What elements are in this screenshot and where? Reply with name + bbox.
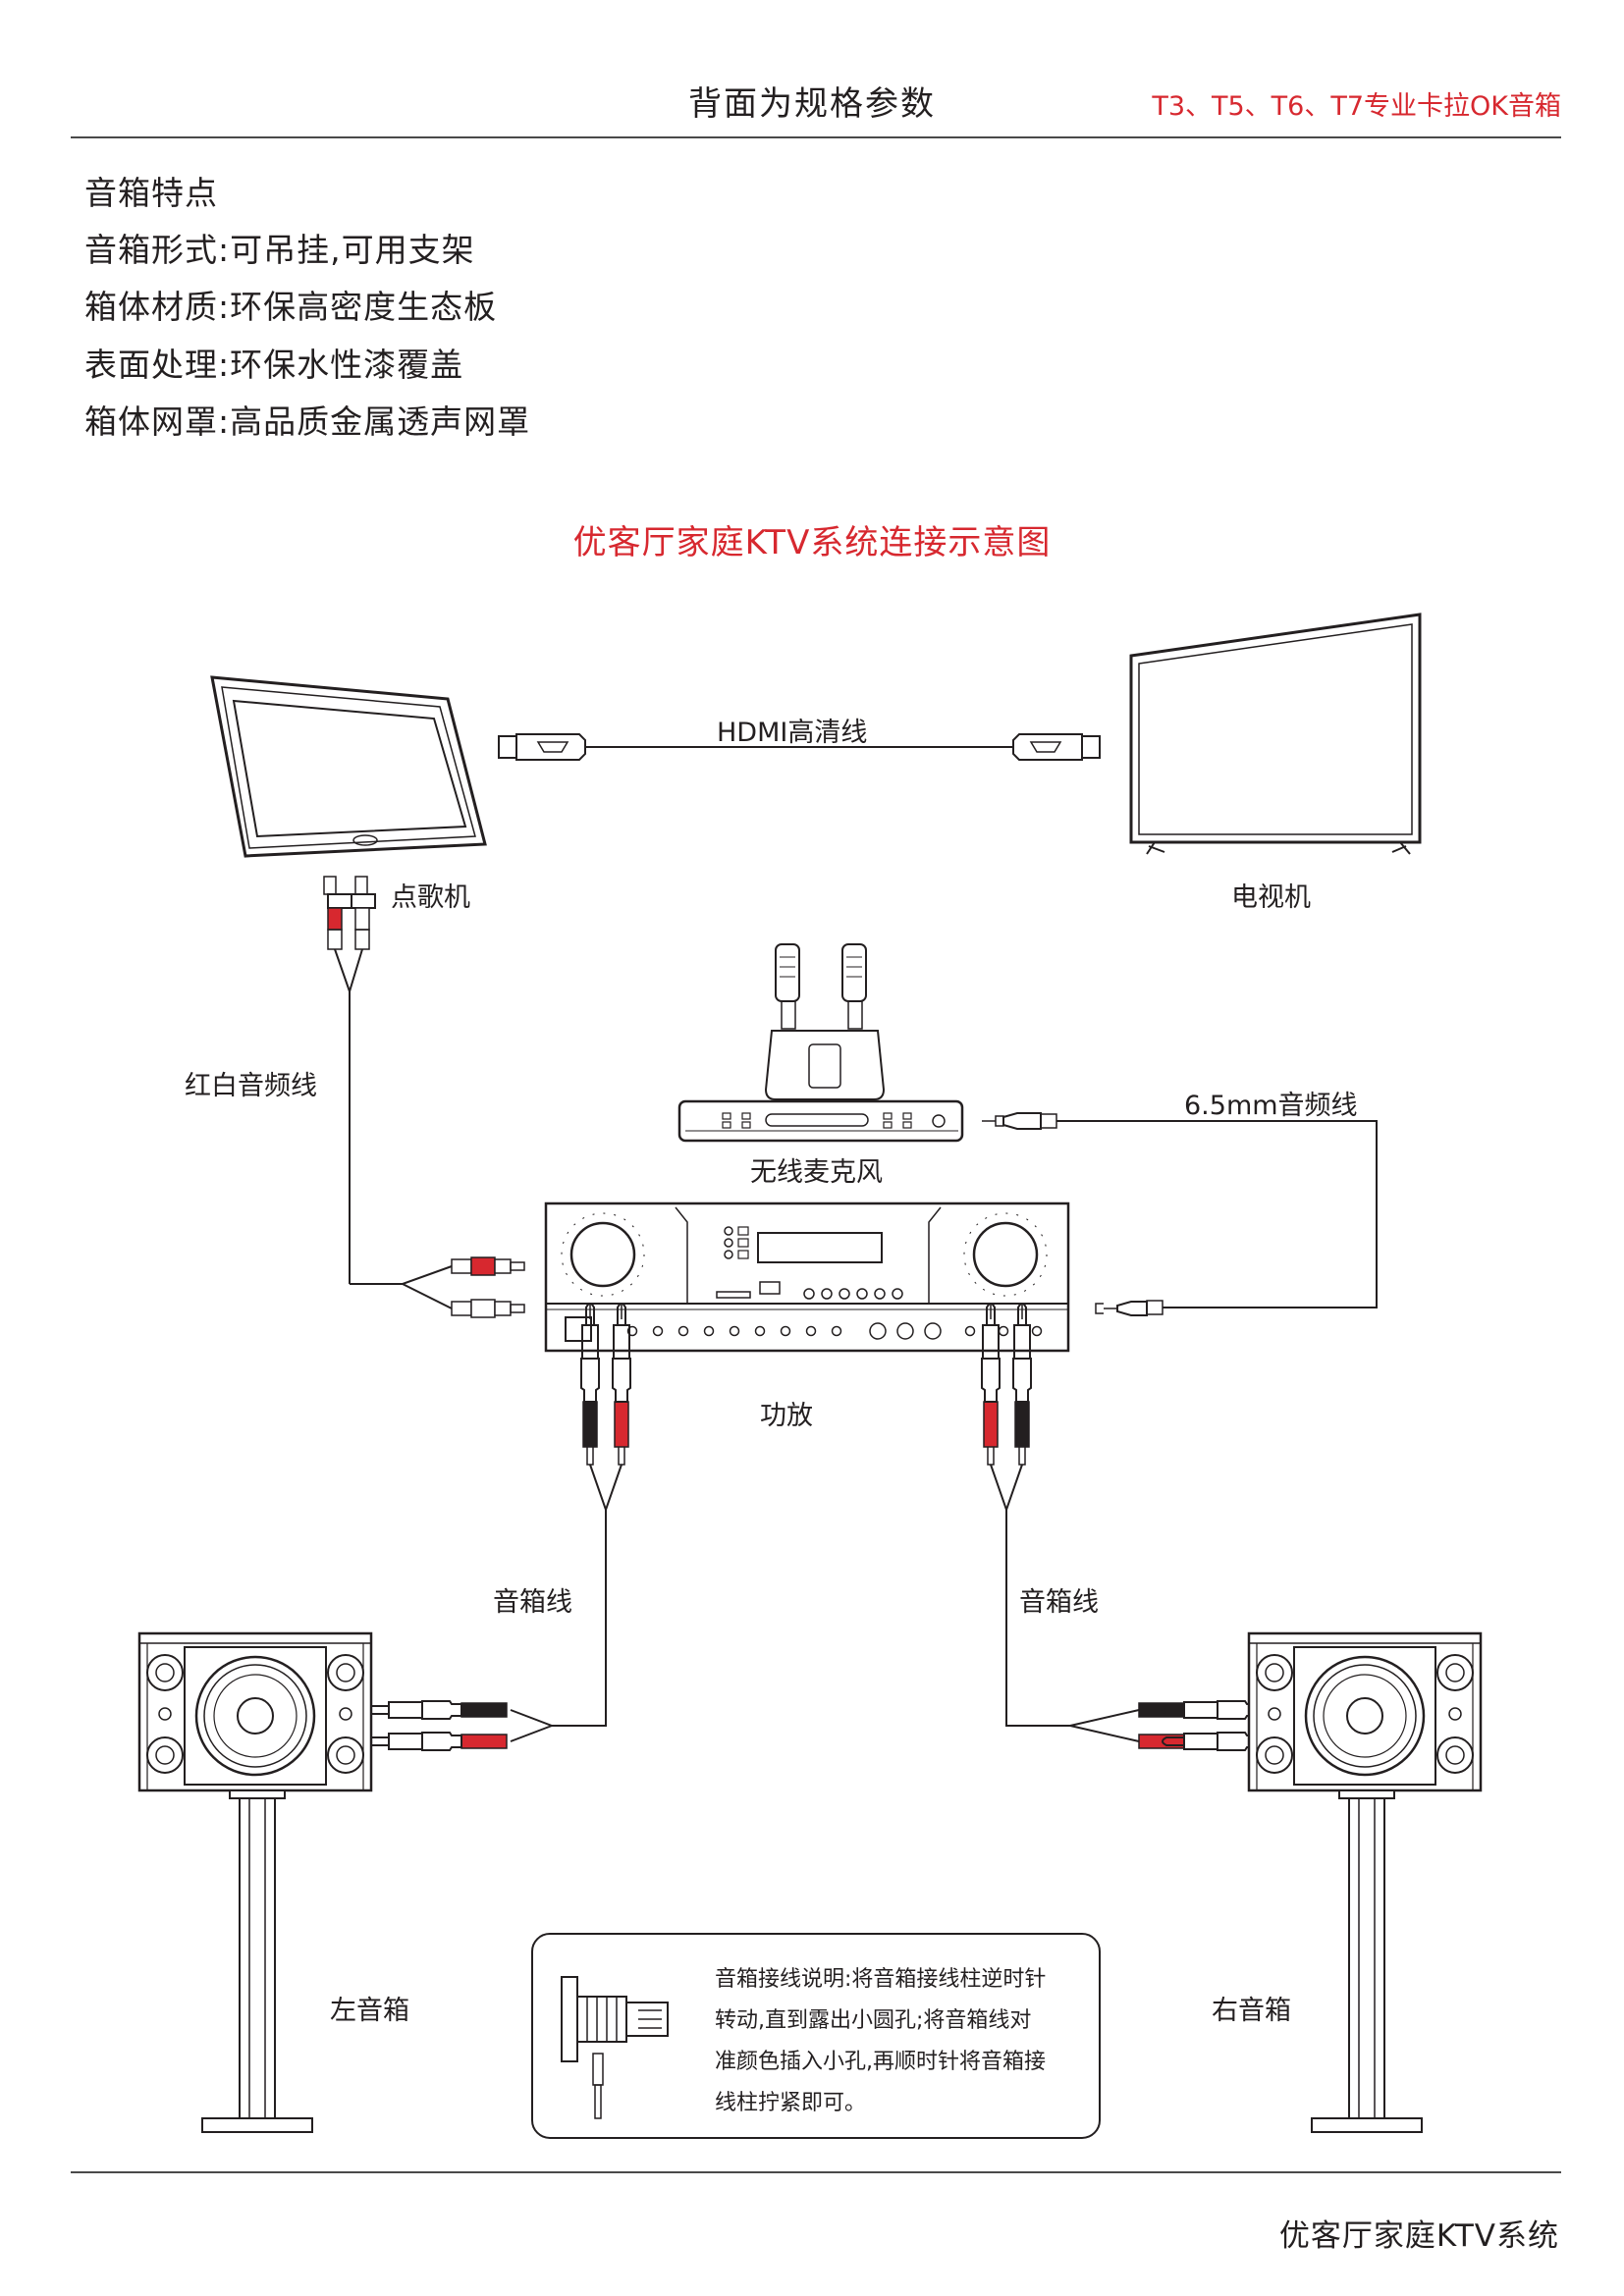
audio-65mm-label: 6.5mm音频线 bbox=[1184, 1091, 1358, 1121]
wiring-note-line-4: 线柱拧紧即可。 bbox=[715, 2091, 867, 2115]
feature-form: 音箱形式:可吊挂,可用支架 bbox=[84, 231, 475, 269]
wiring-note-line-1: 音箱接线说明:将音箱接线柱逆时针 bbox=[715, 1967, 1047, 1992]
page-header-title: 背面为规格参数 bbox=[688, 84, 936, 124]
model-label: T3、T5、T6、T7专业卡拉OK音箱 bbox=[1152, 91, 1561, 122]
rca-plugs-top bbox=[323, 876, 453, 1309]
tv-label: 电视机 bbox=[1231, 882, 1311, 913]
wiring-note-line-3: 准颜色插入小孔,再顺时针将音箱接 bbox=[715, 2050, 1046, 2074]
left-speaker-label: 左音箱 bbox=[330, 1996, 409, 2026]
wireless-mic-label: 无线麦克风 bbox=[750, 1157, 883, 1188]
hdmi-label: HDMI高清线 bbox=[717, 718, 868, 748]
right-speaker bbox=[1247, 1631, 1483, 2133]
speaker-cable-right bbox=[981, 1303, 1258, 1751]
jukebox-label: 点歌机 bbox=[391, 882, 470, 913]
rca-plugs-amp bbox=[451, 1256, 525, 1318]
tv-device bbox=[1129, 613, 1422, 855]
amplifier-device bbox=[544, 1201, 1070, 1353]
feature-material: 箱体材质:环保高密度生态板 bbox=[84, 288, 498, 326]
wireless-mic bbox=[677, 943, 964, 1143]
wiring-note-box bbox=[531, 1933, 1101, 2139]
right-speaker-label: 右音箱 bbox=[1212, 1996, 1291, 2026]
speaker-cable-right-label: 音箱线 bbox=[1019, 1587, 1099, 1618]
feature-surface: 表面处理:环保水性漆覆盖 bbox=[84, 346, 464, 384]
feature-grille: 箱体网罩:高品质金属透声网罩 bbox=[84, 402, 531, 441]
features-heading: 音箱特点 bbox=[84, 174, 218, 212]
speaker-cable-left bbox=[366, 1303, 631, 1751]
audio-65mm-cable bbox=[982, 1112, 1378, 1316]
header-rule bbox=[71, 136, 1561, 138]
jukebox-device bbox=[210, 675, 487, 858]
footer-brand: 优客厅家庭KTV系统 bbox=[1278, 2218, 1559, 2254]
footer-rule bbox=[71, 2171, 1561, 2173]
speaker-cable-left-label: 音箱线 bbox=[493, 1587, 572, 1618]
amplifier-label: 功放 bbox=[760, 1401, 813, 1431]
wiring-note-line-2: 转动,直到露出小圆孔;将音箱线对 bbox=[715, 2008, 1032, 2033]
hdmi-cable bbox=[498, 733, 1101, 761]
rca-cable-label: 红白音频线 bbox=[185, 1071, 317, 1101]
diagram-title: 优客厅家庭KTV系统连接示意图 bbox=[572, 523, 1052, 562]
left-speaker bbox=[137, 1631, 373, 2133]
